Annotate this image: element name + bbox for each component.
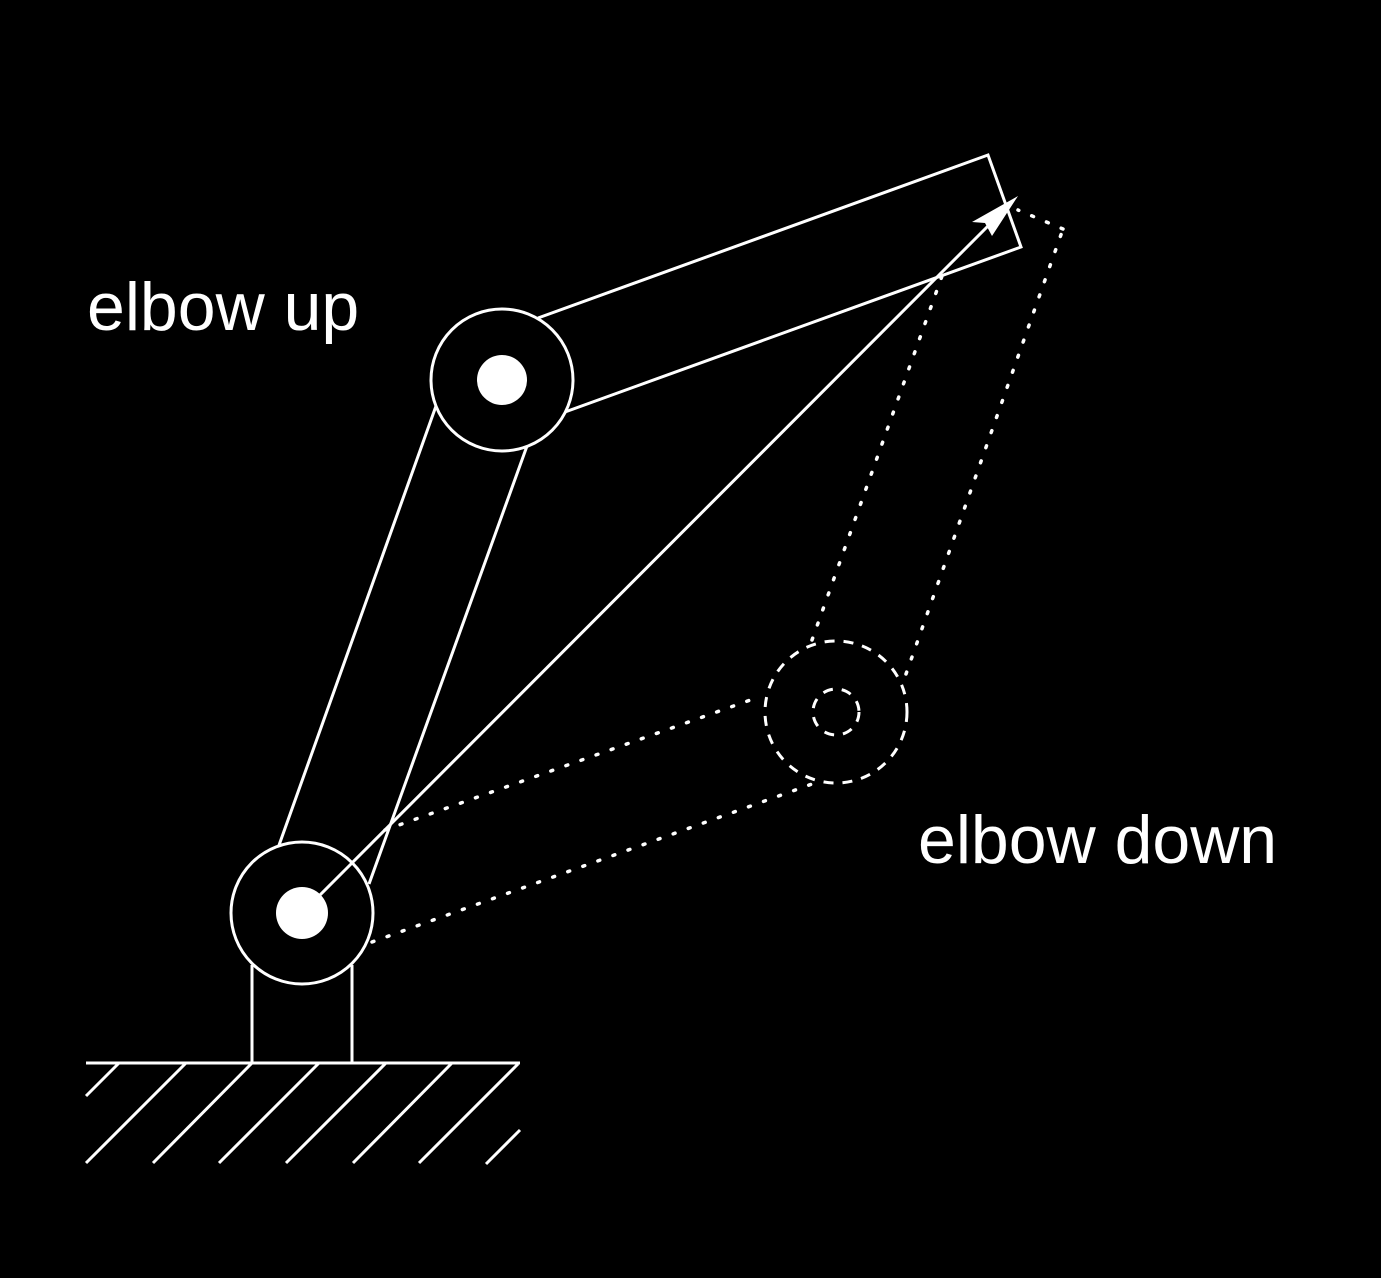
base-joint-pin <box>276 887 328 939</box>
elbow-down-joint-inner <box>811 687 861 737</box>
target-vector-line <box>300 212 1002 915</box>
elbow-down-forearm-right-edge <box>904 227 1065 676</box>
upper-arm-left-edge <box>276 405 438 849</box>
elbow-down-forearm-tip <box>1016 208 1065 231</box>
hatch-line <box>84 1061 121 1098</box>
elbow-down-joint-outer <box>763 639 909 785</box>
elbow-up-label: elbow up <box>87 269 359 345</box>
elbow-down-upper-arm-bottom-edge <box>370 782 814 944</box>
hatch-line <box>417 1062 520 1165</box>
elbow-down-label: elbow down <box>918 802 1277 878</box>
target-vector <box>300 196 1018 915</box>
hatch-line <box>84 1061 188 1165</box>
base-joint <box>229 840 375 986</box>
base-pedestal <box>250 965 354 1063</box>
elbow-joint-pin <box>477 355 527 405</box>
hatch-line <box>351 1061 454 1165</box>
hatch-line <box>151 1061 254 1165</box>
hatch-line <box>484 1128 522 1166</box>
elbow-down-forearm-left-edge <box>810 274 944 642</box>
forearm <box>537 153 1023 414</box>
upper-arm-right-edge <box>367 445 529 885</box>
hatch-line <box>284 1061 388 1165</box>
target-vector-arrowhead <box>972 196 1018 236</box>
elbow-down-upper-arm-top-edge <box>383 696 758 832</box>
elbow-up-configuration <box>276 153 1023 885</box>
ground-hatching <box>84 1061 522 1166</box>
hatch-line <box>217 1061 321 1165</box>
ground <box>84 1061 522 1166</box>
elbow-joint <box>429 307 575 453</box>
elbow-down-configuration <box>370 208 1065 944</box>
